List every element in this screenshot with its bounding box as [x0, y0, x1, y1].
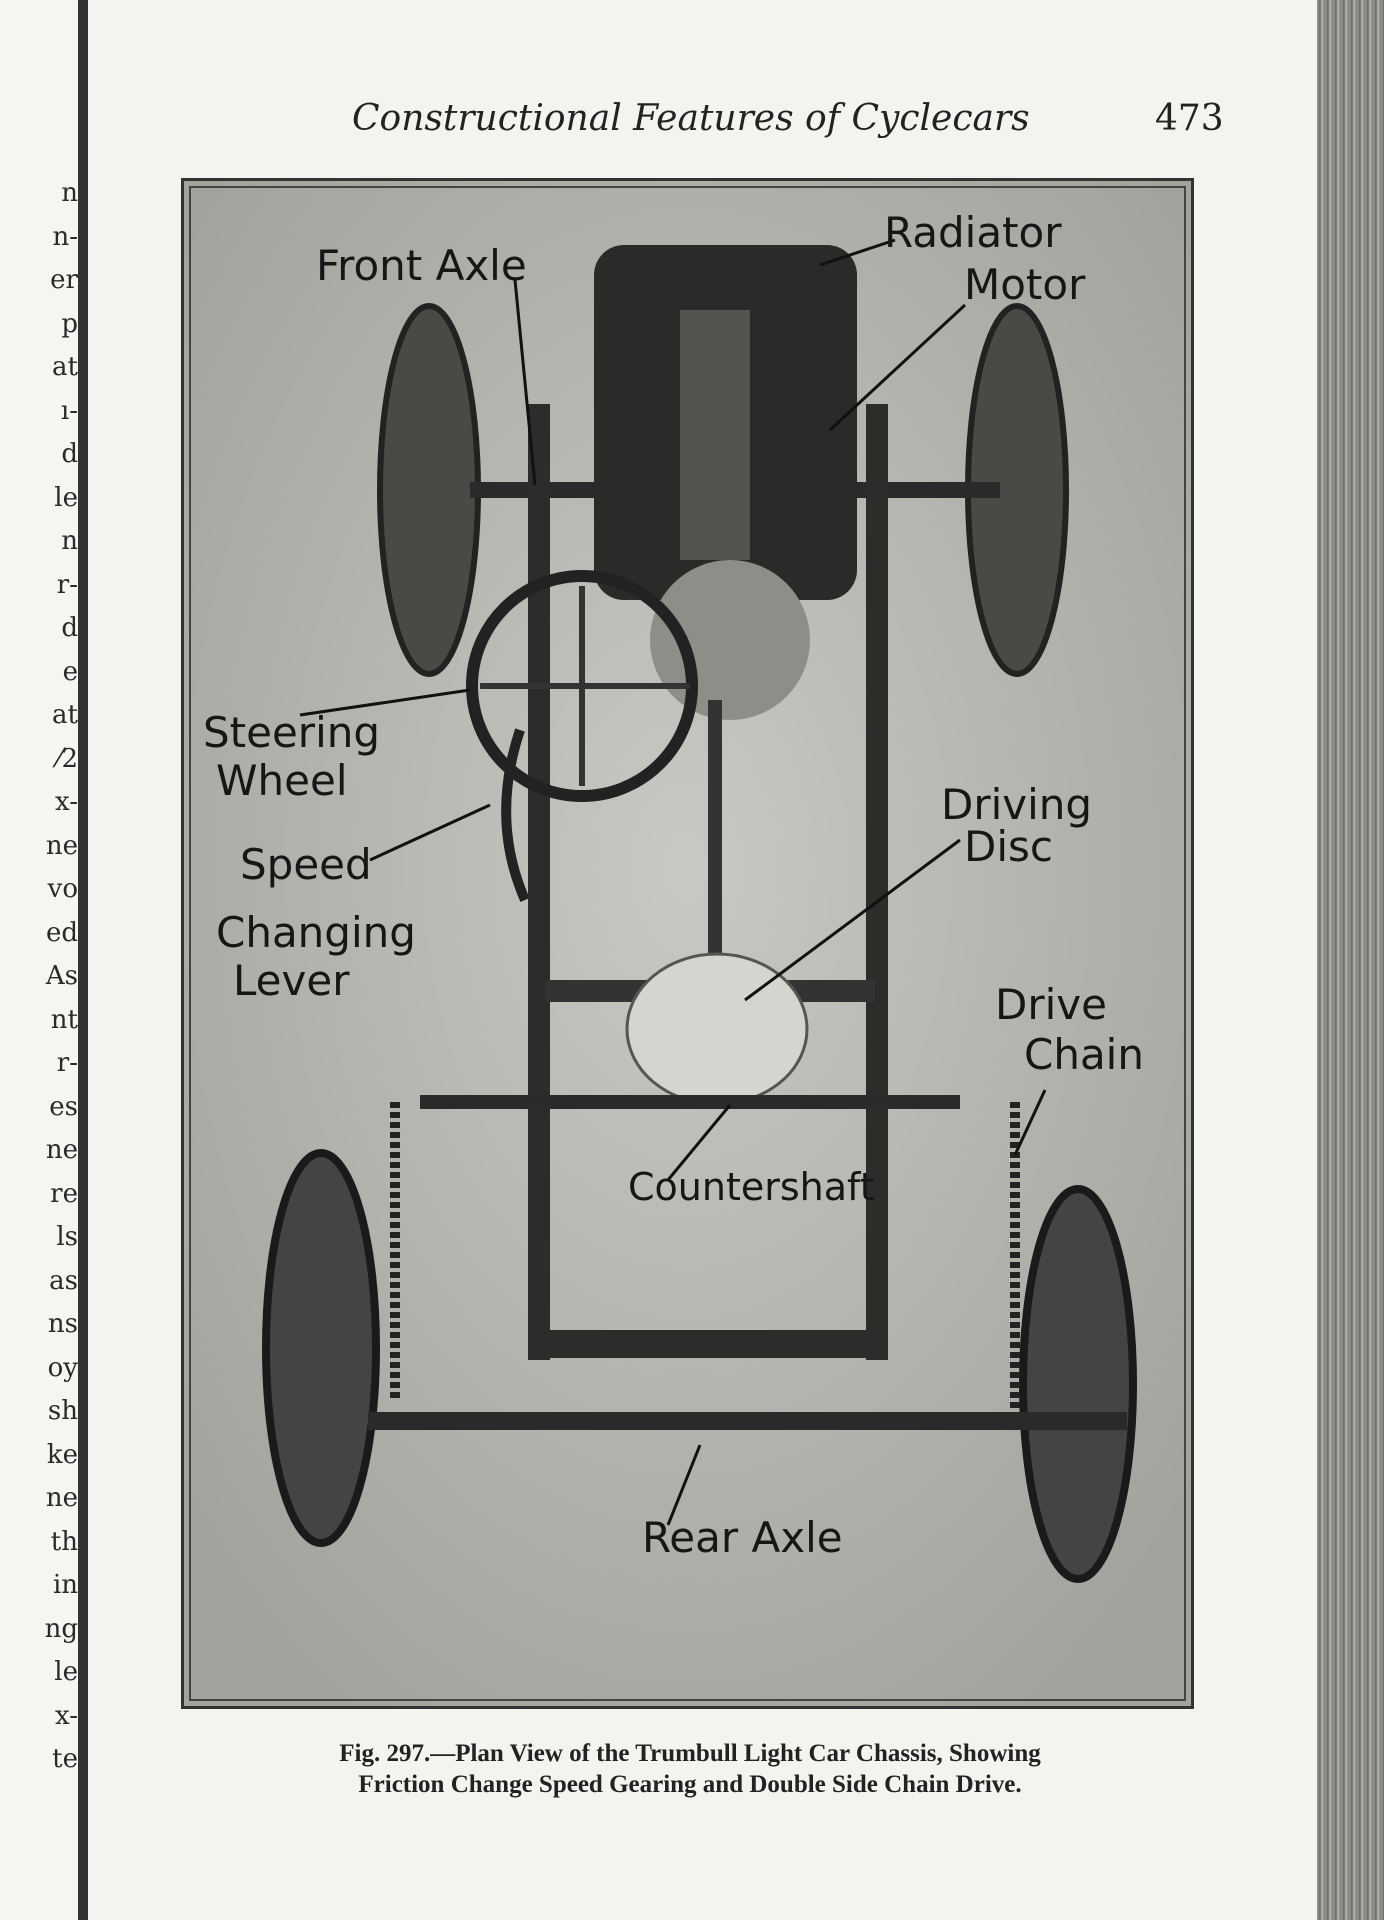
- facing-page-line: vo: [47, 874, 78, 904]
- label-countershaft: Countershaft: [628, 1165, 875, 1209]
- label-rear-axle: Rear Axle: [642, 1513, 843, 1562]
- label-front-axle: Front Axle: [316, 241, 527, 290]
- running-title: Constructional Features of Cyclecars: [352, 98, 1030, 139]
- driving-disc: [625, 952, 809, 1106]
- facing-page-line: ne: [45, 1135, 78, 1165]
- rear-left-wheel: [262, 1149, 380, 1547]
- leader-lines: [299, 238, 1047, 1526]
- facing-page-line: ls: [56, 1222, 78, 1252]
- facing-page-line: es: [49, 1091, 78, 1122]
- flywheel: [650, 560, 810, 720]
- facing-page-line: ke: [46, 1439, 78, 1470]
- label-driving: Driving: [941, 780, 1093, 829]
- steering-wheel: [466, 570, 698, 802]
- facing-page-line: ng: [44, 1613, 78, 1644]
- photo-inner-border: [189, 186, 1186, 1701]
- facing-page-line: as: [49, 1265, 78, 1296]
- facing-page-line: d: [61, 613, 78, 643]
- facing-page-line: ne: [45, 830, 78, 861]
- label-chain: Chain: [1024, 1030, 1144, 1079]
- facing-page-line: r-: [56, 1048, 78, 1078]
- label-motor: Motor: [964, 260, 1086, 309]
- facing-page-line: n: [61, 526, 78, 556]
- facing-page-line: te: [52, 1744, 78, 1774]
- facing-page-line: x-: [55, 1700, 78, 1731]
- page-number: 473: [1155, 98, 1224, 139]
- label-drive: Drive: [995, 980, 1107, 1029]
- facing-page-line: e: [62, 656, 78, 687]
- facing-page-line: sh: [47, 1396, 78, 1426]
- frame-rear-cross: [528, 1330, 888, 1358]
- front-left-wheel: [377, 303, 481, 677]
- facing-page-line: nt: [50, 1004, 78, 1035]
- frame-rail-left: [528, 404, 550, 1360]
- facing-page-line: le: [54, 1657, 78, 1687]
- facing-page-line: ı-: [60, 395, 78, 426]
- label-steering: Steering: [203, 708, 381, 757]
- label-speed: Speed: [240, 840, 372, 889]
- label-radiator: Radiator: [884, 208, 1062, 257]
- facing-page-line: x-: [55, 787, 78, 817]
- facing-page-line: re: [50, 1178, 78, 1209]
- book-gutter: [78, 0, 88, 1920]
- label-lever: Lever: [233, 956, 350, 1005]
- facing-page-line: p: [61, 308, 78, 339]
- facing-page-line: at: [52, 352, 78, 382]
- label-wheel: Wheel: [216, 756, 348, 805]
- caption-line-2: Friction Change Speed Gearing and Double…: [358, 1771, 1022, 1798]
- facing-page-line: d: [61, 439, 78, 469]
- rear-right-wheel: [1019, 1185, 1137, 1583]
- facing-page-line: ns: [47, 1309, 78, 1339]
- label-changing: Changing: [216, 908, 416, 957]
- facing-page-line: in: [52, 1570, 78, 1600]
- facing-page-line: n: [61, 178, 78, 208]
- facing-page-line: th: [50, 1526, 78, 1557]
- facing-page-line: er: [50, 265, 78, 295]
- caption-line-1: Fig. 297.—Plan View of the Trumbull Ligh…: [339, 1740, 1041, 1767]
- label-disc: Disc: [964, 822, 1053, 871]
- figure-caption: Fig. 297.—Plan View of the Trumbull Ligh…: [170, 1738, 1210, 1800]
- facing-page-line: at: [52, 700, 78, 730]
- facing-page-line: r-: [56, 569, 78, 600]
- facing-page-line: le: [54, 482, 78, 513]
- speed-lever: [501, 728, 530, 903]
- facing-page-line: As: [45, 961, 78, 991]
- facing-page-line: ne: [45, 1483, 78, 1513]
- facing-page-line: n-: [52, 221, 78, 252]
- page-stack-edge: [1317, 0, 1384, 1920]
- motor-cylinder: [680, 310, 750, 560]
- facing-page-line: oy: [47, 1352, 78, 1383]
- facing-page-line: ⁄2: [57, 743, 78, 774]
- facing-page-line: ed: [45, 917, 78, 948]
- frame-rail-right: [866, 404, 888, 1360]
